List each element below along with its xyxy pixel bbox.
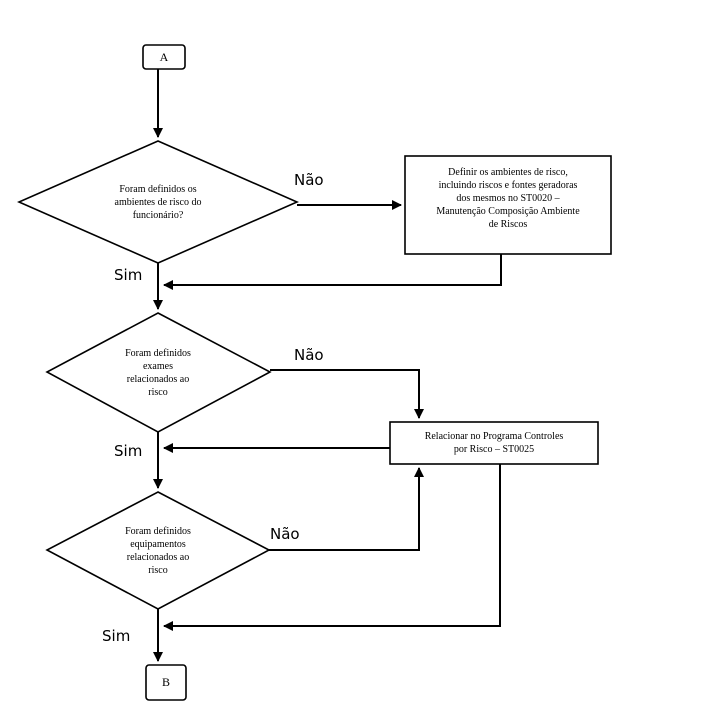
process-p2-shape [389, 421, 599, 465]
process-p1-shape [404, 155, 612, 255]
arrow-p2-to-end [163, 464, 501, 631]
connector-a-shape [142, 44, 186, 70]
edge-label-q3-no: Não [270, 525, 300, 543]
process-p2-text: Relacionar no Programa Controles por Ris… [424, 431, 564, 455]
decision-q1-text: Foram definidos os ambientes de risco do… [114, 183, 202, 221]
connector-b-label: B [161, 675, 170, 689]
connector-b-shape [145, 664, 187, 701]
decision-q2-text: Foram definidos exames relacionados ao r… [125, 348, 191, 398]
arrow-p1-return [163, 254, 502, 290]
decision-q3-text: Foram definidos equipamentos relacionado… [125, 526, 191, 576]
arrow-q2-no-to-p2 [270, 369, 424, 419]
edge-label-q1-no: Não [294, 171, 324, 189]
edge-label-q1-yes: Sim [114, 266, 143, 284]
arrow-q3-no-to-p2 [269, 467, 424, 551]
connector-a-label: A [159, 49, 169, 64]
edge-label-q2-no: Não [294, 346, 324, 364]
edge-label-q3-yes: Sim [102, 627, 131, 645]
edge-label-q2-yes: Sim [114, 442, 143, 460]
process-p1-text: Definir os ambientes de risco, incluindo… [436, 166, 580, 230]
